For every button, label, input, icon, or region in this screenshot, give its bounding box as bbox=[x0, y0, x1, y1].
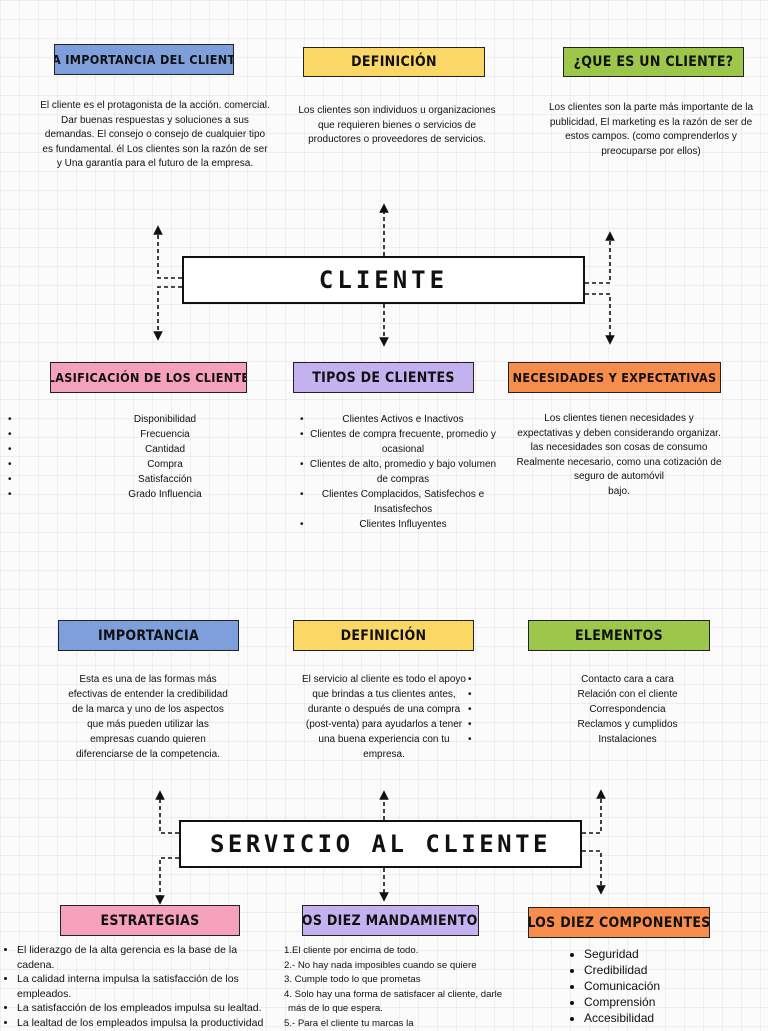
label-necesidades-expectativas: NECESIDADES Y EXPECTATIVAS bbox=[508, 362, 721, 393]
estrategias-list: El liderazgo de la alta gerencia es la b… bbox=[4, 943, 277, 1030]
label-importancia-servicio: IMPORTANCIA bbox=[58, 620, 239, 651]
list-item: Clientes Complacidos, Satisfechos e Insa… bbox=[308, 487, 498, 517]
list-item: Correspondencia bbox=[550, 702, 705, 717]
list-item: Clientes Influyentes bbox=[308, 517, 498, 532]
importancia-cliente-text: El cliente es el protagonista de la acci… bbox=[40, 99, 270, 172]
list-item: Cantidad bbox=[90, 442, 240, 457]
list-item: más de lo que espera. bbox=[284, 1002, 534, 1017]
clasificacion-list: Disponibilidad Frecuencia Cantidad Compr… bbox=[90, 412, 240, 502]
list-item: Relación con el cliente bbox=[550, 687, 705, 702]
label-diez-mandamientos: LOS DIEZ MANDAMIENTOS bbox=[302, 905, 479, 936]
list-item: 4. Solo hay una forma de satisfacer al c… bbox=[284, 988, 534, 1003]
list-item: Instalaciones bbox=[550, 732, 705, 747]
list-item: Compra bbox=[90, 457, 240, 472]
label-estrategias: ESTRATEGIAS bbox=[60, 905, 240, 936]
que-es-cliente-text: Los clientes son la parte más importante… bbox=[546, 101, 756, 159]
mandamientos-list: 1.El cliente por encima de todo. 2.- No … bbox=[284, 944, 534, 1031]
list-item: Credibilidad bbox=[584, 962, 734, 978]
label-definicion-servicio: DEFINICIÓN bbox=[293, 620, 474, 651]
label-definicion-cliente: DEFINICIÓN bbox=[303, 47, 485, 77]
label-que-es-cliente: ¿QUE ES UN CLIENTE? bbox=[563, 47, 744, 77]
list-item: Seguridad bbox=[584, 946, 734, 962]
center-node-cliente: CLIENTE bbox=[182, 256, 585, 304]
label-clasificacion-clientes: CLASIFICACIÓN DE LOS CLIENTES bbox=[50, 362, 247, 393]
list-item: 3. Cumple todo lo que prometas bbox=[284, 973, 534, 988]
necesidades-text-line: Los clientes tienen necesidades y expect… bbox=[516, 412, 722, 456]
label-tipos-clientes: TIPOS DE CLIENTES bbox=[293, 362, 474, 393]
list-item: El liderazgo de la alta gerencia es la b… bbox=[17, 943, 277, 972]
necesidades-text-line: Realmente necesario, como una cotización… bbox=[516, 456, 722, 485]
list-item: La lealtad de los empleados impulsa la p… bbox=[17, 1016, 277, 1031]
center-node-servicio: SERVICIO AL CLIENTE bbox=[179, 820, 582, 868]
list-item: Satisfacción bbox=[90, 472, 240, 487]
label-elementos: ELEMENTOS bbox=[528, 620, 710, 651]
list-item: Comprensión bbox=[584, 994, 734, 1010]
label-diez-componentes: LOS DIEZ COMPONENTES bbox=[528, 907, 710, 938]
list-item: 1.El cliente por encima de todo. bbox=[284, 944, 534, 959]
list-item: Clientes de alto, promedio y bajo volume… bbox=[308, 457, 498, 487]
list-item: Clientes Activos e Inactivos bbox=[308, 412, 498, 427]
tipos-list: Clientes Activos e Inactivos Clientes de… bbox=[308, 412, 498, 532]
definicion-servicio-text: El servicio al cliente es todo el apoyo … bbox=[302, 672, 466, 762]
definicion-cliente-text: Los clientes son individuos u organizaci… bbox=[296, 104, 498, 148]
list-item: La satisfacción de los empleados impulsa… bbox=[17, 1001, 277, 1016]
list-item: Clientes de compra frecuente, promedio y… bbox=[308, 427, 498, 457]
importancia-servicio-text: Esta es una de las formas más efectivas … bbox=[65, 672, 231, 762]
list-item: La calidad interna impulsa la satisfacci… bbox=[17, 972, 277, 1001]
list-item: Contacto cara a cara bbox=[550, 672, 705, 687]
list-item: 2.- No hay nada imposibles cuando se qui… bbox=[284, 959, 534, 974]
necesidades-text: Los clientes tienen necesidades y expect… bbox=[516, 412, 722, 499]
list-item: Disponibilidad bbox=[90, 412, 240, 427]
list-item: Frecuencia bbox=[90, 427, 240, 442]
componentes-list: Seguridad Credibilidad Comunicación Comp… bbox=[570, 946, 734, 1026]
elementos-list: Contacto cara a cara Relación con el cli… bbox=[550, 672, 705, 747]
list-item: Comunicación bbox=[584, 978, 734, 994]
list-item: Grado Influencia bbox=[90, 487, 240, 502]
list-item: Reclamos y cumplidos bbox=[550, 717, 705, 732]
label-importancia-cliente: LA IMPORTANCIA DEL CLIENTE bbox=[54, 44, 234, 75]
necesidades-text-line: bajo. bbox=[516, 485, 722, 500]
